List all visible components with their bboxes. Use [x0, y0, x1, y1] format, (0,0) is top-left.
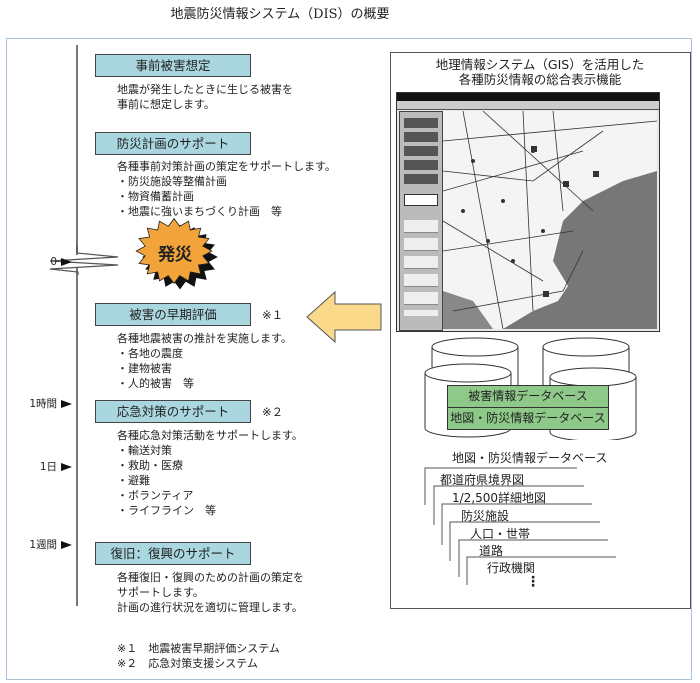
- map-database-label: 地図・防災情報データベース: [447, 407, 609, 430]
- tick-arrow-icon: [61, 541, 72, 549]
- timeline-line-bottom: [76, 268, 78, 606]
- db-list-item: 行政機関: [487, 561, 536, 575]
- section-heading: 事前被害想定: [95, 54, 251, 77]
- footnotes: ※１ 地震被害早期評価システム※２ 応急対策支援システム: [117, 642, 280, 670]
- gis-panel: [390, 52, 691, 609]
- db-list-item: 道路: [479, 544, 504, 558]
- left-arrow-icon: [306, 290, 382, 344]
- section-heading: 復旧：復興のサポート: [95, 542, 251, 565]
- tick-1w: 1週間: [2, 537, 72, 552]
- diagram-title: 地震防災情報システム（DIS）の概要: [170, 7, 390, 22]
- note-mark: ※１: [262, 308, 284, 322]
- section-text: 各種応急対策活動をサポートします。・輸送対策・救助・医療・避難・ボランティア・ラ…: [117, 429, 303, 517]
- section-text: 各種地震被害の推計を実施します。・各地の震度・建物被害・人的被害 等: [117, 332, 292, 390]
- earthquake-burst: [135, 217, 218, 290]
- db-list-item: 人口・世帯: [470, 527, 531, 541]
- section-heading: 防災計画のサポート: [95, 132, 251, 155]
- section-text: 各種復旧・復興のための計画の策定をサポートします。計画の進行状況を適切に管理しま…: [117, 571, 304, 614]
- tick-0: 0: [2, 256, 72, 268]
- db-list-ellipsis: ⋮: [526, 574, 540, 590]
- tick-arrow-icon: [61, 400, 72, 408]
- db-list-item: 防災施設: [461, 509, 510, 523]
- map-view: [443, 111, 657, 329]
- tick-arrow-icon: [61, 258, 72, 266]
- window-titlebar: [397, 93, 659, 101]
- tick-1d: 1日: [2, 459, 72, 474]
- timeline-line-top: [76, 45, 78, 255]
- tick-1h: 1時間: [2, 396, 72, 411]
- tick-arrow-icon: [61, 463, 72, 471]
- gis-screenshot: [396, 92, 660, 332]
- db-list-stairs: [424, 467, 616, 585]
- section-text: 各種事前対策計画の策定をサポートします。・防災施設等整備計画・物資備蓄計画・地震…: [117, 160, 336, 218]
- event-label: 発災: [158, 245, 192, 265]
- timeline-break-zigzag: [49, 245, 119, 275]
- outer-frame: [6, 38, 692, 680]
- note-mark: ※２: [262, 405, 284, 419]
- db-list-item: 1/2,500詳細地図: [452, 491, 547, 505]
- db-list-title: 地図・防災情報データベース: [452, 451, 608, 465]
- window-menubar: [397, 101, 659, 110]
- damage-database-label: 被害情報データベース: [447, 385, 609, 408]
- db-list-item: 都道府県境界図: [440, 473, 525, 487]
- gis-panel-title: 地理情報システム（GIS）を活用した各種防災情報の総合表示機能: [435, 57, 645, 87]
- section-heading: 応急対策のサポート: [95, 400, 251, 423]
- section-text: 地震が発生したときに生じる被害を事前に想定します。: [117, 83, 293, 111]
- section-heading: 被害の早期評価: [95, 303, 251, 326]
- map-toolbar: [399, 111, 443, 331]
